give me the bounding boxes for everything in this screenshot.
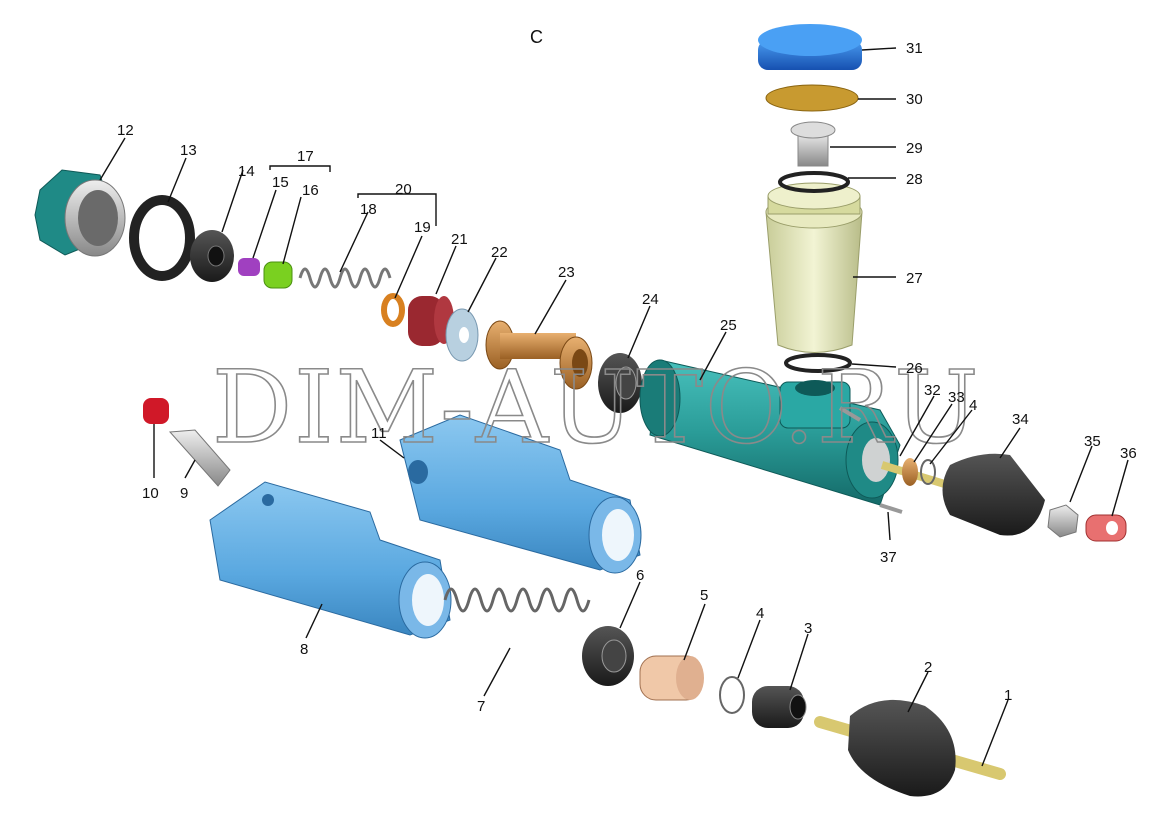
callout-37: 37 bbox=[880, 549, 897, 566]
callout-26: 26 bbox=[906, 360, 923, 377]
callout-31: 31 bbox=[906, 40, 923, 57]
part-11-slave-cylinder bbox=[399, 414, 642, 574]
callout-22: 22 bbox=[491, 244, 508, 261]
part-33-washer bbox=[902, 458, 918, 486]
callout-15: 15 bbox=[272, 174, 289, 191]
callout-27: 27 bbox=[906, 270, 923, 287]
leader-lines bbox=[99, 47, 1129, 767]
callout-32: 32 bbox=[924, 382, 941, 399]
callout-4-upper: 4 bbox=[969, 397, 977, 414]
part-30-strainer bbox=[765, 84, 859, 112]
part-2-boot bbox=[848, 699, 956, 797]
callout-33: 33 bbox=[948, 389, 965, 406]
callout-12: 12 bbox=[117, 122, 134, 139]
part-18-spring bbox=[298, 267, 392, 289]
callout-2: 2 bbox=[924, 659, 932, 676]
callout-5: 5 bbox=[700, 587, 708, 604]
callout-11: 11 bbox=[371, 425, 387, 442]
part-35-nut bbox=[1047, 504, 1079, 538]
callout-9: 9 bbox=[180, 485, 188, 502]
part-34-boot bbox=[942, 453, 1045, 536]
part-22-washer bbox=[445, 308, 479, 362]
callout-7: 7 bbox=[477, 698, 485, 715]
part-31-cap bbox=[758, 24, 862, 70]
part-36-clevis bbox=[1085, 514, 1127, 542]
part-24-seal bbox=[598, 353, 642, 413]
part-4-circlip-upper bbox=[920, 459, 936, 485]
callout-16: 16 bbox=[302, 182, 319, 199]
part-23-piston bbox=[485, 320, 593, 390]
part-7-spring bbox=[443, 587, 591, 613]
part-29-plug bbox=[790, 121, 836, 167]
part-19-washer bbox=[381, 293, 405, 327]
callout-1: 1 bbox=[1004, 687, 1012, 704]
part-28-ring bbox=[778, 171, 850, 193]
part-13-gasket bbox=[129, 195, 195, 281]
part-9-bleed-valve bbox=[168, 429, 231, 487]
part-26-o-ring bbox=[784, 353, 852, 373]
callout-28: 28 bbox=[906, 171, 923, 188]
part-10-red-cap bbox=[143, 398, 169, 424]
watermark: DIM-AUTO.RU bbox=[212, 349, 981, 466]
part-14-seal bbox=[190, 230, 234, 282]
callout-34: 34 bbox=[1012, 411, 1029, 428]
callout-10: 10 bbox=[142, 485, 159, 502]
callout-3: 3 bbox=[804, 620, 812, 637]
callout-labels: 12 13 14 17 15 16 20 18 19 21 22 23 24 2… bbox=[117, 40, 1137, 715]
part-8-cylinder bbox=[209, 481, 452, 639]
callout-8: 8 bbox=[300, 641, 308, 658]
callout-18: 18 bbox=[360, 201, 377, 218]
part-27-reservoir bbox=[765, 182, 863, 353]
callout-13: 13 bbox=[180, 142, 197, 159]
callout-29: 29 bbox=[906, 140, 923, 157]
callout-21: 21 bbox=[451, 231, 468, 248]
part-25-cylinder-body bbox=[639, 359, 903, 514]
callout-24: 24 bbox=[642, 291, 659, 308]
callout-4-lower: 4 bbox=[756, 605, 764, 622]
part-21-cup bbox=[408, 296, 454, 346]
callout-25: 25 bbox=[720, 317, 737, 334]
callout-19: 19 bbox=[414, 219, 431, 236]
callout-20: 20 bbox=[395, 181, 412, 198]
part-16-sleeve bbox=[263, 261, 293, 289]
part-12-hex-fitting bbox=[34, 169, 126, 257]
callout-17: 17 bbox=[297, 148, 314, 165]
callout-14: 14 bbox=[238, 163, 255, 180]
callout-30: 30 bbox=[906, 91, 923, 108]
part-3-cup bbox=[752, 686, 807, 728]
callout-35: 35 bbox=[1084, 433, 1101, 450]
callout-6: 6 bbox=[636, 567, 644, 584]
part-15-bushing bbox=[238, 258, 260, 276]
part-5-piston bbox=[639, 655, 704, 701]
callout-36: 36 bbox=[1120, 445, 1137, 462]
part-6-seal bbox=[582, 626, 634, 686]
view-letter: C bbox=[530, 27, 543, 47]
callout-23: 23 bbox=[558, 264, 575, 281]
part-4-circlip-lower bbox=[719, 676, 745, 714]
